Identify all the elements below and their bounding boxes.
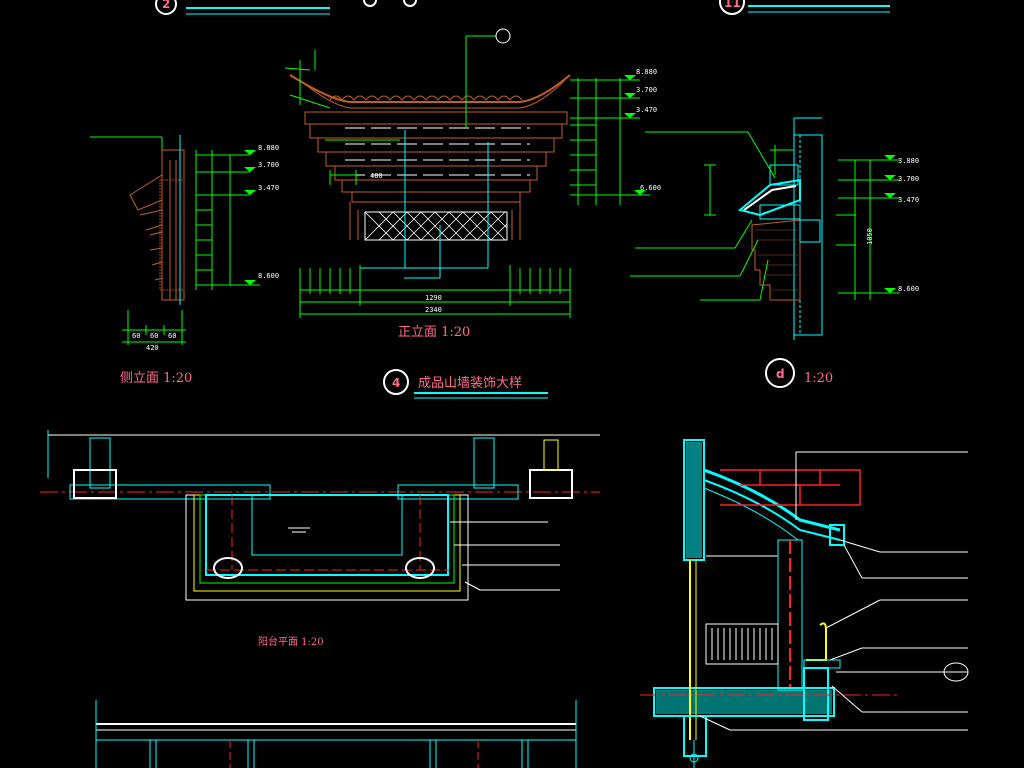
side-mark-2: 3.700	[258, 161, 279, 169]
front-mark-2: 3.700	[636, 86, 657, 94]
section-mark-1: 3.880	[898, 157, 919, 165]
balcony-plan-label: 阳台平面 1:20	[258, 635, 324, 648]
front-dim-small: 480	[370, 172, 383, 180]
section-d-drawing: 3.880 3.700 3.470 8.600 1050	[630, 117, 919, 340]
side-dim-total: 420	[146, 344, 159, 352]
detail-number: 4	[392, 376, 400, 390]
section-d-scale: 1:20	[804, 371, 833, 386]
front-mark-4: 6.600	[640, 184, 661, 192]
side-dim-part-1: 60	[132, 332, 140, 340]
top-left-number: 2	[162, 0, 170, 11]
side-mark-4: 8.600	[258, 272, 279, 280]
side-elevation-label: 侧立面 1:20	[120, 371, 192, 386]
section-mark-2: 3.700	[898, 175, 919, 183]
detail-title: 成品山墙装饰大样	[418, 376, 522, 391]
side-dim-part-2: 60	[150, 332, 158, 340]
section-mark-4: 8.600	[898, 285, 919, 293]
section-d-letter: d	[776, 367, 785, 381]
top-left-title: 2	[155, 0, 417, 15]
balcony-elevation-partial	[95, 700, 577, 768]
balcony-section-drawing	[640, 439, 969, 768]
side-elevation-drawing: 8.880 3.700 3.470 8.600 60 60 60 420	[90, 135, 279, 352]
front-elevation-label: 正立面 1:20	[398, 325, 470, 340]
section-d-title: d 1:20	[765, 358, 833, 388]
detail-title-block: 4 成品山墙装饰大样	[383, 369, 548, 399]
top-right-title: 11	[719, 0, 890, 15]
side-dim-part-3: 60	[168, 332, 176, 340]
front-elevation-drawing: 1290 2340 480	[284, 28, 661, 318]
top-right-number: 11	[724, 0, 741, 10]
front-dim-inner: 1290	[425, 294, 442, 302]
front-dim-total: 2340	[425, 306, 442, 314]
balcony-plan-drawing	[40, 430, 600, 601]
side-mark-3: 3.470	[258, 184, 279, 192]
section-mark-3: 3.470	[898, 196, 919, 204]
front-mark-1: 8.880	[636, 68, 657, 76]
section-height-dim: 1050	[866, 228, 874, 245]
front-mark-3: 3.470	[636, 106, 657, 114]
side-mark-1: 8.880	[258, 144, 279, 152]
